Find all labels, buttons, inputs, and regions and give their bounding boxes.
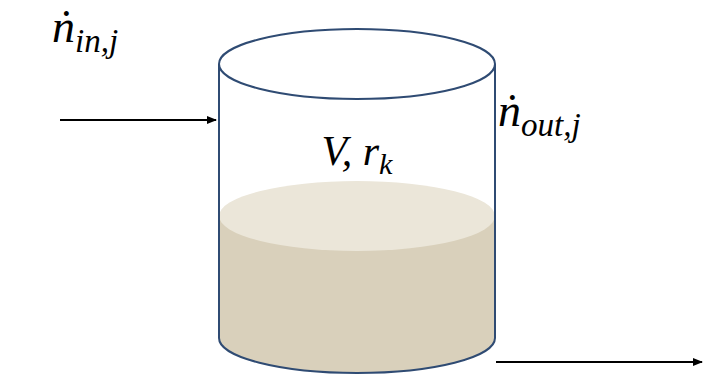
inlet-arrow (60, 119, 216, 121)
flow-label: ṅin,j (52, 2, 118, 53)
tank-label: V, rk (321, 128, 392, 174)
flow-label: ṅout,j (498, 86, 581, 137)
cylinder-wall (219, 64, 495, 373)
cylinder-top (219, 29, 495, 99)
tank-vessel: V, rk (218, 28, 496, 374)
cylinder-outline (218, 28, 496, 374)
liquid-surface (219, 181, 495, 251)
outlet-arrow (496, 361, 702, 363)
